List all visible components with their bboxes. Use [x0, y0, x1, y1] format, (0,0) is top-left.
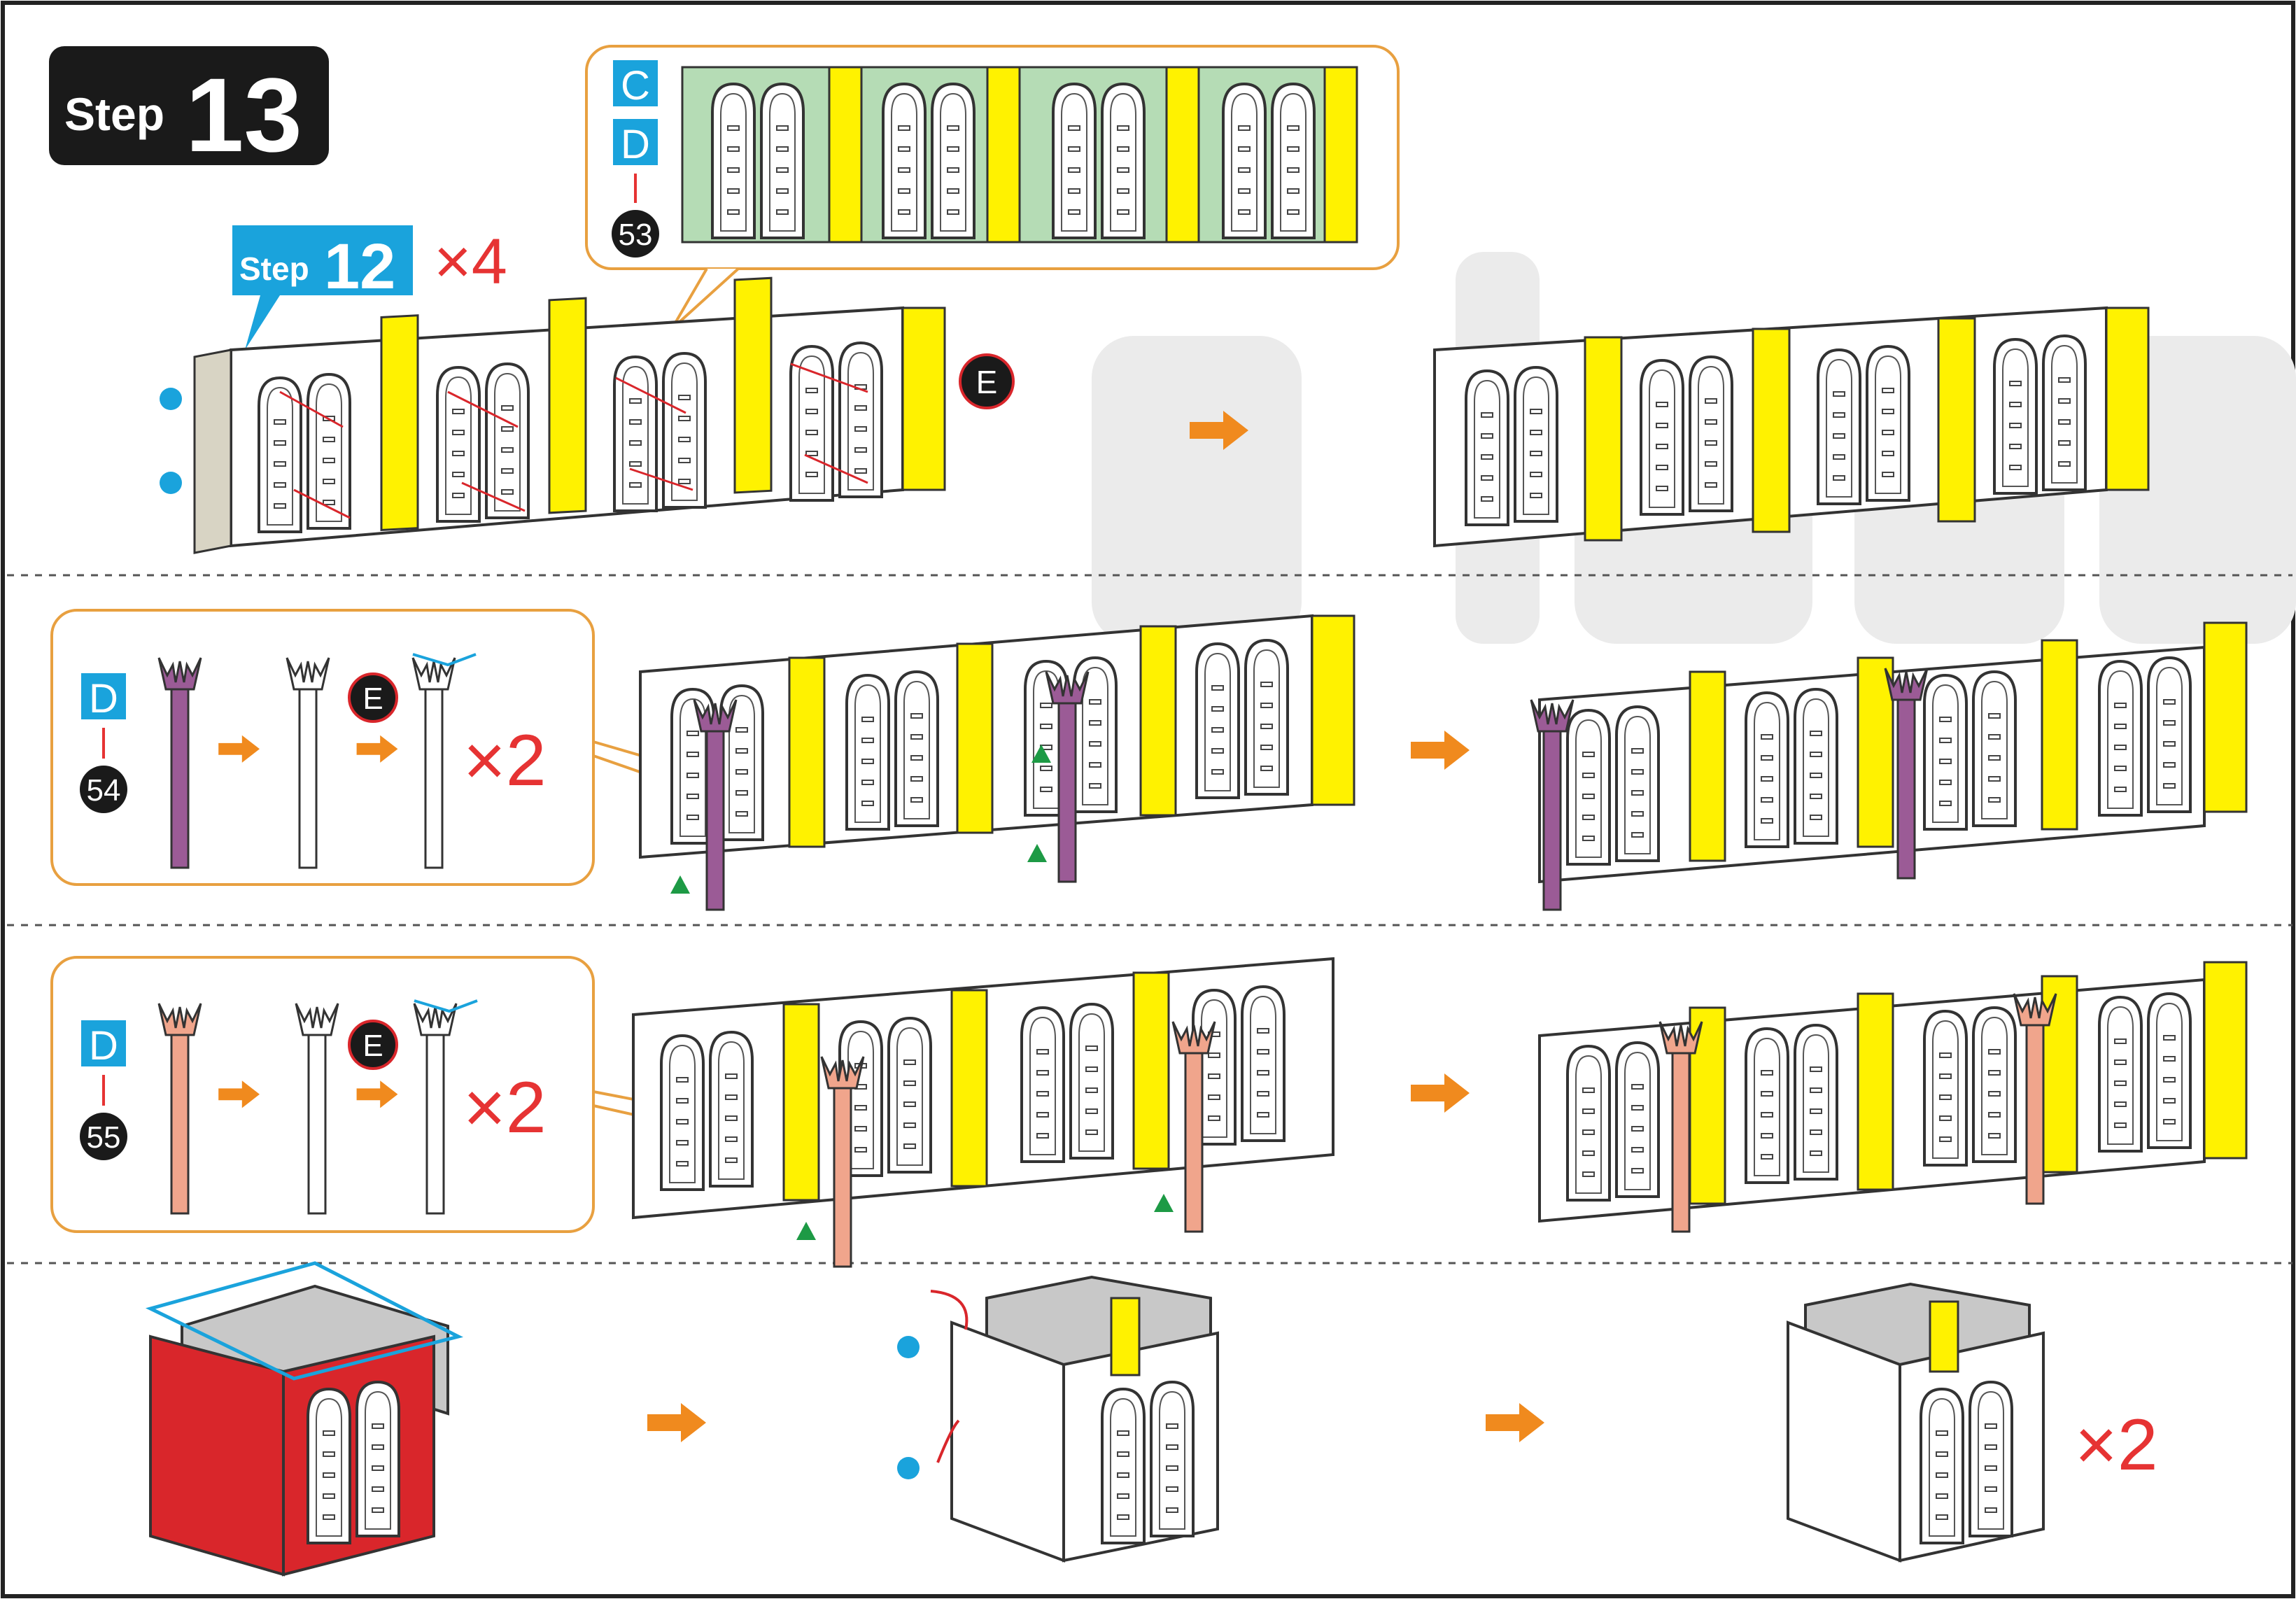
part-number: 53 — [619, 218, 653, 252]
wall-assembly-after — [1433, 306, 2150, 548]
blue-dot-icon — [160, 472, 182, 494]
sub-step-badge: Step 12 ×4 — [232, 225, 507, 350]
wall-assembly-before: E — [160, 276, 1015, 554]
step-badge: Step 13 — [49, 46, 329, 174]
blue-dot-icon — [897, 1457, 920, 1479]
fold-arrow-icon — [414, 999, 478, 1013]
part-callout-54: D 54 E ×2 — [50, 609, 714, 886]
arrow-right-icon — [647, 1403, 706, 1442]
step-word: Step — [64, 88, 164, 140]
multiplier: ×2 — [463, 720, 547, 801]
part-callout-53: C D 53 — [585, 45, 1400, 330]
step-number: 13 — [185, 56, 302, 174]
part-letter-d: D — [89, 676, 118, 721]
part-letter-d: D — [89, 1023, 118, 1069]
multiplier: ×2 — [2075, 1404, 2158, 1486]
box-assembly-3 — [1787, 1282, 2045, 1563]
green-window-part — [681, 66, 1358, 244]
multiplier: ×2 — [463, 1067, 547, 1148]
green-triangle-icon — [1154, 1194, 1174, 1212]
part-letter-d: D — [621, 122, 650, 167]
blue-dot-icon — [897, 1336, 920, 1358]
arrow-right-icon — [1411, 1073, 1470, 1113]
sub-step-number: 12 — [324, 231, 395, 302]
sub-step-multiplier: ×4 — [434, 226, 507, 297]
fold-arrow-icon — [145, 1261, 464, 1381]
part-number: 55 — [87, 1120, 121, 1155]
wall-with-peach-spires-after — [1538, 961, 2248, 1233]
box-assembly-1 — [145, 1261, 464, 1577]
connector-badge: E — [362, 1029, 383, 1063]
arrow-right-icon — [1411, 731, 1470, 770]
box-assembly-2 — [897, 1275, 1219, 1563]
green-triangle-icon — [1027, 844, 1047, 862]
sub-step-word: Step — [239, 251, 309, 287]
arrow-right-icon — [1486, 1403, 1544, 1442]
wall-with-spires-after — [1530, 621, 2248, 911]
green-triangle-icon — [796, 1222, 816, 1240]
connector-badge: E — [362, 682, 383, 716]
blue-dot-icon — [160, 388, 182, 410]
wall-with-spires-before — [639, 614, 1355, 911]
part-letter-c: C — [621, 63, 650, 108]
wall-with-peach-spires-before — [632, 957, 1334, 1268]
connector-badge: E — [976, 364, 998, 400]
part-callout-55: D 55 E ×2 — [50, 956, 812, 1233]
green-triangle-icon — [670, 875, 690, 894]
part-number: 54 — [87, 773, 121, 808]
fold-arrow-icon — [412, 653, 477, 667]
